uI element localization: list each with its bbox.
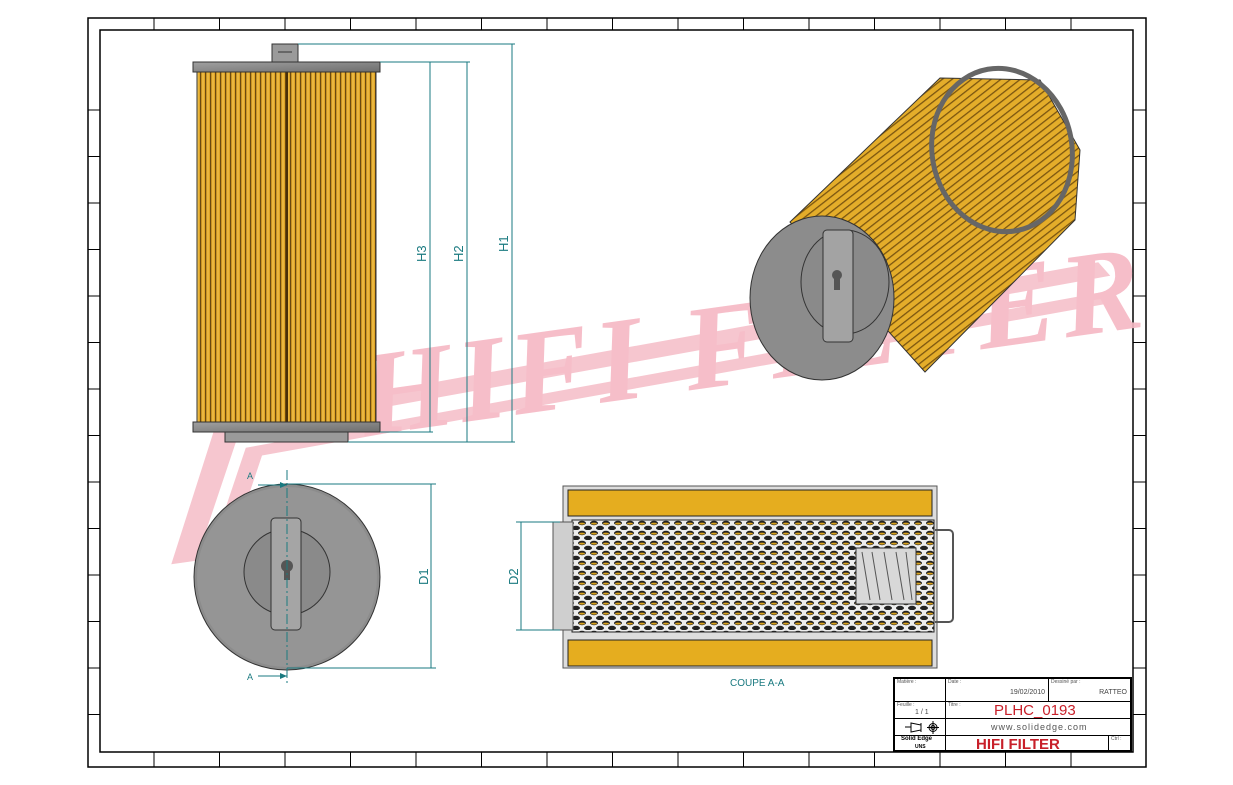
sheet-value: 1 / 1 <box>915 709 929 716</box>
front-dimensions <box>298 43 515 443</box>
projection-symbol-icon <box>895 719 946 736</box>
outer-frame <box>87 17 1147 768</box>
d1-dimension <box>287 483 436 669</box>
section-label: COUPE A-A <box>730 678 785 689</box>
drawing-title: PLHC_0193 <box>994 702 1076 719</box>
date-value: 19/02/2010 <box>1009 689 1045 696</box>
h1-label: H1 <box>496 235 511 252</box>
section-marker-bottom: A <box>247 672 253 682</box>
d1-label: D1 <box>416 568 431 585</box>
title-block: Matière : Date :19/02/2010 Dessiné par :… <box>893 677 1132 753</box>
front-view <box>192 43 381 443</box>
section-marker-top: A <box>247 471 253 481</box>
company-name: HIFI FILTER <box>976 736 1060 753</box>
isometric-view <box>749 65 1081 381</box>
inner-frame <box>99 29 1134 753</box>
d2-dimension <box>516 521 560 631</box>
d2-label: D2 <box>506 568 521 585</box>
website-text: www.solidedge.com <box>991 722 1088 732</box>
end-view <box>193 470 381 685</box>
h3-label: H3 <box>414 245 429 262</box>
section-view <box>552 485 954 669</box>
border-zone-ticks <box>88 18 1146 767</box>
h2-label: H2 <box>451 245 466 262</box>
software-name: Solid Edge <box>901 736 933 742</box>
drawn-by-value: RATTEO <box>1099 689 1127 696</box>
